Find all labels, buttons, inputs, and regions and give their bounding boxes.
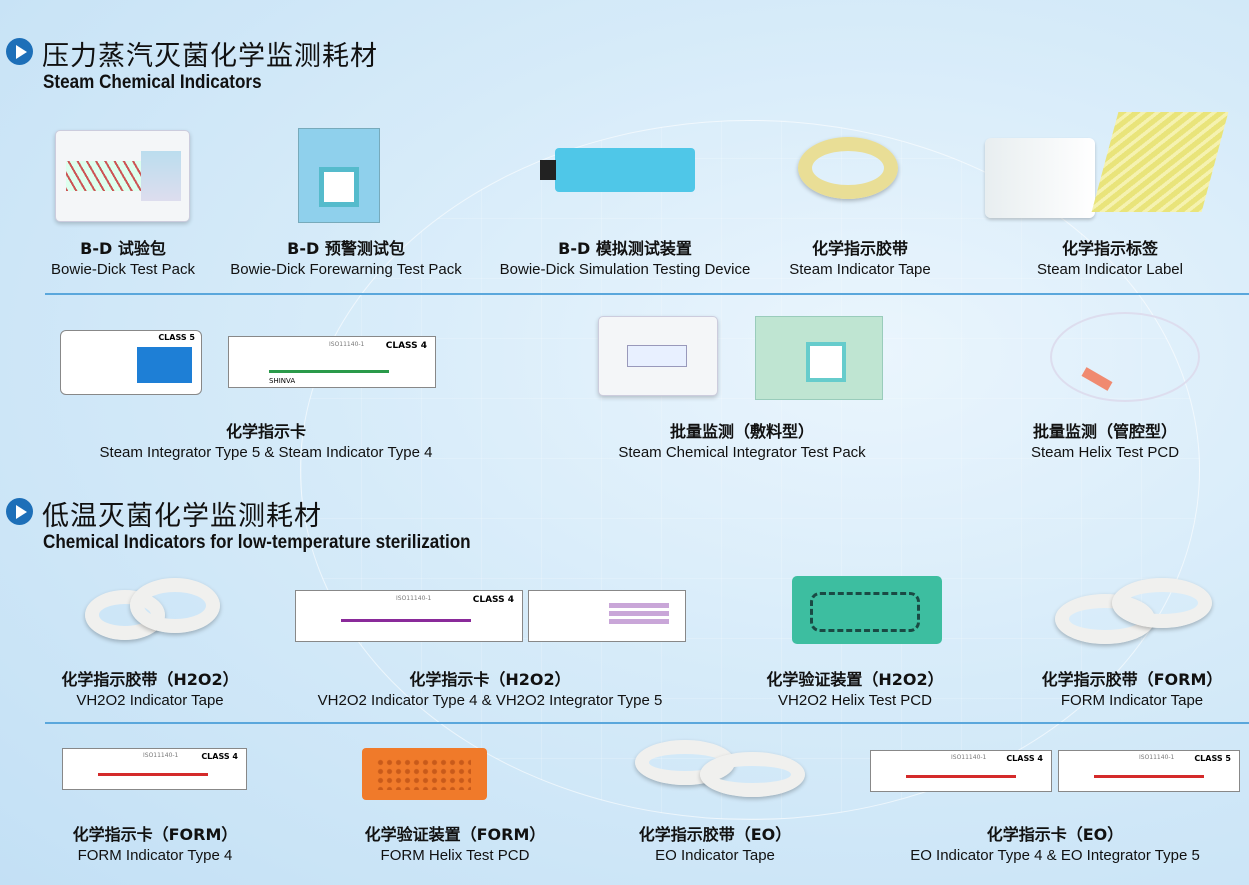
steam-tape-image: [798, 137, 898, 199]
h2o2-integrator-card-image: [528, 590, 686, 642]
product-h2o2-helix-pcd: 化学验证装置（H2O2）VH2O2 Helix Test PCD: [766, 670, 944, 709]
section-title-en: Steam Chemical Indicators: [43, 72, 262, 93]
steam-helix-pcd-image: [1050, 312, 1200, 402]
divider: [45, 293, 1249, 295]
iso-standard-label: ISO11140-1: [329, 341, 365, 348]
bd-simulation-device-image: [540, 148, 695, 192]
iso-standard-label: ISO11140-1: [396, 595, 432, 602]
product-form-helix-pcd: 化学验证装置（FORM）FORM Helix Test PCD: [364, 825, 546, 864]
iso-standard-label: ISO11140-1: [143, 752, 179, 759]
integrator-type5-card-image: CLASS 5: [60, 330, 202, 395]
product-h2o2-card: 化学指示卡（H2O2）VH2O2 Indicator Type 4 & VH2O…: [317, 670, 663, 709]
product-eo-tape: 化学指示胶带（EO）EO Indicator Tape: [638, 825, 792, 864]
form-indicator-card-image: ISO11140-1 CLASS 4: [62, 748, 247, 790]
iso-standard-label: ISO11140-1: [1139, 754, 1175, 761]
section-title-cn: 压力蒸汽灭菌化学监测耗材: [42, 41, 378, 72]
eo-tape-image-2: [700, 752, 805, 797]
product-h2o2-tape: 化学指示胶带（H2O2）VH2O2 Indicator Tape: [61, 670, 239, 709]
product-form-tape: 化学指示胶带（FORM）FORM Indicator Tape: [1041, 670, 1223, 709]
steam-integrator-test-pack-image: [598, 316, 718, 396]
section-title-cn: 低温灭菌化学监测耗材: [42, 501, 322, 532]
eo-integrator-card-image: ISO11140-1 CLASS 5: [1058, 750, 1240, 792]
h2o2-indicator-card-image: ISO11140-1 CLASS 4: [295, 590, 523, 642]
form-helix-pcd-image: [362, 748, 487, 800]
product-form-card: 化学指示卡（FORM）FORM Indicator Type 4: [72, 825, 238, 864]
h2o2-tape-image-2: [130, 578, 220, 633]
product-eo-card: 化学指示卡（EO）EO Indicator Type 4 & EO Integr…: [910, 825, 1200, 864]
play-bullet-icon: [6, 498, 33, 525]
bd-forewarning-pack-image: [298, 128, 380, 223]
divider: [45, 722, 1249, 724]
product-steam-helix-pcd: 批量监测（管腔型）Steam Helix Test PCD: [1030, 422, 1180, 461]
indicator-type4-card-image: ISO11140-1 CLASS 4 SHINVA: [228, 336, 436, 388]
steam-label-roll-image: [985, 138, 1095, 218]
play-bullet-icon: [6, 38, 33, 65]
eo-indicator-card-image: ISO11140-1 CLASS 4: [870, 750, 1052, 792]
product-steam-integrator-test-pack: 批量监测（敷料型）Steam Chemical Integrator Test …: [618, 422, 866, 461]
section-title-en: Chemical Indicators for low-temperature …: [43, 532, 471, 553]
form-tape-image-2: [1112, 578, 1212, 628]
bd-test-pack-image: [55, 130, 190, 222]
steam-label-sheet-image: [1091, 112, 1229, 212]
iso-standard-label: ISO11140-1: [951, 754, 987, 761]
background-globe: [300, 120, 1200, 820]
steam-integrator-pack-green-image: [755, 316, 883, 400]
h2o2-helix-pcd-image: [792, 576, 942, 644]
